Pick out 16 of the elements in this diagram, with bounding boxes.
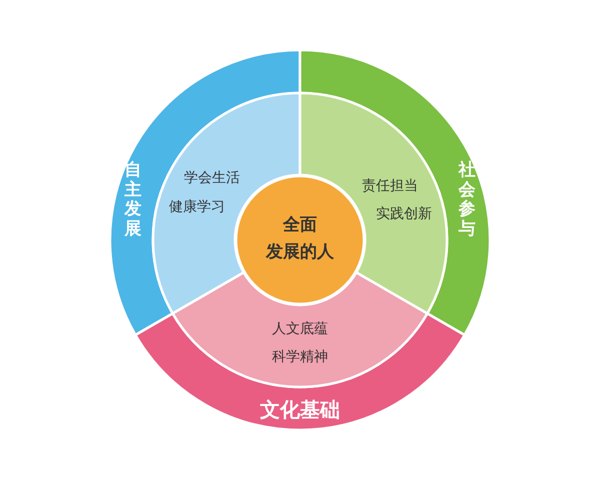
sector-label: 人文底蕴 [272,320,328,338]
sector-label: 责任担当 [362,177,418,195]
ring-label: 社会参与 [458,160,476,240]
center-label: 全面发展的人 [266,214,334,264]
sector [171,271,429,388]
ring-label: 自主发展 [124,160,142,240]
ring-label: 文化基础 [260,396,340,424]
ring-segment [298,48,492,336]
sector-label: 科学精神 [272,348,328,366]
sector-label: 学会生活 [184,169,240,187]
ring-segment [134,312,466,431]
sector-label: 健康学习 [169,198,225,216]
sector [152,92,302,315]
sector [298,92,448,315]
sector-label: 实践创新 [376,205,432,223]
ring-segment [108,48,302,336]
